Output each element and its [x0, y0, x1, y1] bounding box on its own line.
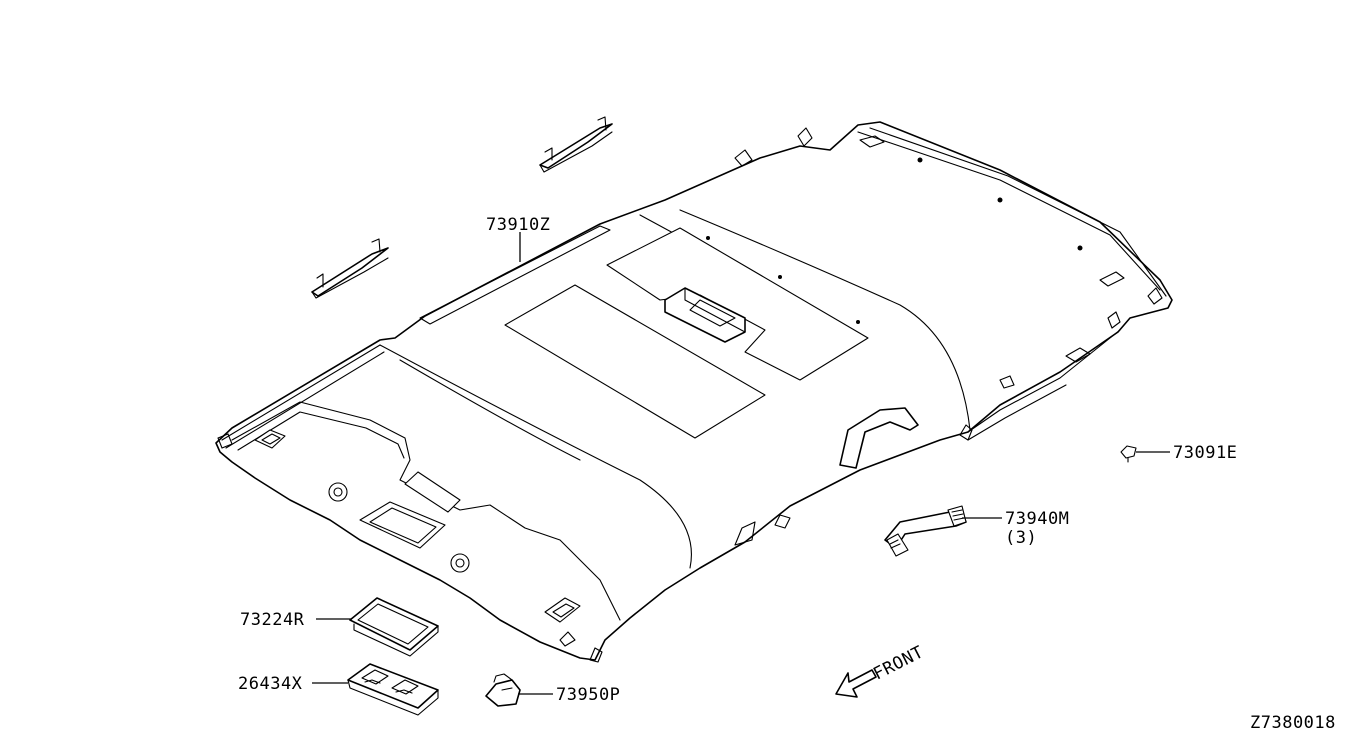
- rear-slot-left: [859, 135, 885, 148]
- headlining: [215, 121, 1173, 663]
- side-rail-left: [221, 344, 385, 449]
- label-73940M-qty: (3): [1005, 528, 1037, 548]
- grommet-73950P: [485, 673, 521, 707]
- clip-73091E: [1120, 445, 1137, 463]
- front-slot-right: [544, 597, 581, 623]
- map-lamp-26434X: [347, 663, 439, 716]
- front-recess: [359, 501, 446, 549]
- side-clip-1: [734, 521, 756, 546]
- front-hole-1: [328, 482, 348, 502]
- sunroof-panel-front: [504, 284, 766, 439]
- visor-holder-lower: [311, 238, 389, 299]
- rear-dot: [917, 157, 923, 163]
- front-label: FRONT: [870, 642, 927, 684]
- front-hole-2: [450, 553, 470, 573]
- rear-edge: [857, 127, 1167, 297]
- front-arrow: FRONT: [835, 642, 927, 698]
- side-clip-2: [774, 514, 791, 529]
- visor-holder-upper: [539, 116, 613, 173]
- assist-grip-73940M: [884, 505, 967, 557]
- label-73910Z: 73910Z: [486, 215, 550, 235]
- label-73950P: 73950P: [556, 685, 620, 705]
- front-slot-left: [254, 429, 286, 449]
- label-73091E: 73091E: [1173, 443, 1237, 463]
- label-26434X: 26434X: [238, 674, 303, 694]
- diagram-id: Z7380018: [1250, 713, 1336, 733]
- leader-lines: [312, 232, 1170, 695]
- roof-crease-mid: [679, 209, 971, 431]
- label-73940M: 73940M: [1005, 509, 1069, 529]
- finisher-73224R: [349, 597, 439, 657]
- roof-crease-left: [379, 344, 692, 569]
- side-grip-mount: [839, 407, 919, 469]
- rear-slot-right: [1099, 271, 1125, 287]
- label-73224R: 73224R: [240, 610, 305, 630]
